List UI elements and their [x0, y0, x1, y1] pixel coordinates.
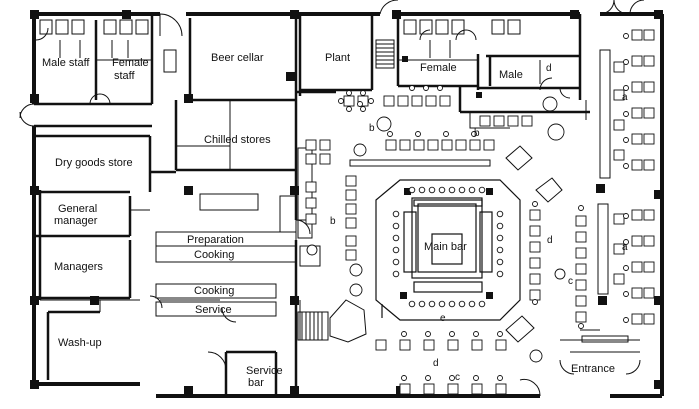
table-group-far-right: [613, 29, 655, 325]
room-label-cooking-upper: Cooking: [194, 249, 234, 261]
room-label-service-bar-line2: bar: [248, 377, 264, 389]
zone-label-c-bottom: c: [455, 372, 460, 383]
room-label-beer-cellar: Beer cellar: [211, 52, 264, 64]
room-label-chilled-stores: Chilled stores: [204, 134, 271, 146]
room-label-preparation: Preparation: [187, 234, 244, 246]
zone-labels: a a b b b c c d d d e: [330, 63, 628, 383]
room-label-general-manager-line1: General: [58, 203, 97, 215]
zone-label-d-top: d: [546, 63, 552, 74]
zone-label-b-left: b: [330, 216, 336, 227]
kitchen-fittings: [155, 49, 321, 317]
doors: [19, 0, 645, 397]
toilet-fixtures: [39, 19, 541, 84]
room-label-wash-up: Wash-up: [58, 337, 102, 349]
room-label-general-manager-line2: manager: [54, 215, 98, 227]
banquettes: [297, 49, 629, 343]
room-label-service-bar-line1: Service: [246, 365, 283, 377]
staircase-lower: [297, 299, 367, 343]
table-group-bottom: [375, 339, 543, 395]
room-label-male: Male: [499, 69, 523, 81]
zone-label-a-top: a: [622, 92, 628, 103]
zone-label-a-mid: a: [622, 242, 628, 253]
main-bar: [375, 179, 521, 321]
table-group-right: [529, 209, 587, 323]
zone-label-d-right: d: [547, 235, 553, 246]
room-label-service: Service: [195, 304, 232, 316]
structural-columns: [30, 10, 663, 395]
table-group-left: [305, 139, 363, 297]
room-label-cooking-lower: Cooking: [194, 285, 234, 297]
room-label-female-staff-line1: Female: [112, 57, 149, 69]
staircase: [375, 39, 395, 69]
table-group-top: [338, 90, 565, 157]
dining-tables: [305, 29, 655, 395]
room-label-entrance: Entrance: [571, 363, 615, 375]
room-labels: Male staff Female staff Beer cellar Plan…: [42, 52, 615, 389]
zone-label-c-right: c: [568, 276, 573, 287]
zone-label-d-bottom: d: [433, 358, 439, 369]
room-label-male-staff: Male staff: [42, 57, 90, 69]
room-label-managers: Managers: [54, 261, 103, 273]
zone-label-e: e: [440, 313, 446, 324]
partition-lines: [40, 100, 640, 353]
exterior-walls: [32, 12, 664, 398]
room-label-female: Female: [420, 62, 457, 74]
room-label-plant: Plant: [325, 52, 350, 64]
zone-label-b-right: b: [474, 128, 480, 139]
zone-label-b-top: b: [369, 123, 375, 134]
room-label-main-bar: Main bar: [424, 241, 467, 253]
bar-stools: [357, 33, 629, 381]
room-label-female-staff-line2: staff: [114, 70, 136, 82]
room-label-dry-goods-store: Dry goods store: [55, 157, 133, 169]
